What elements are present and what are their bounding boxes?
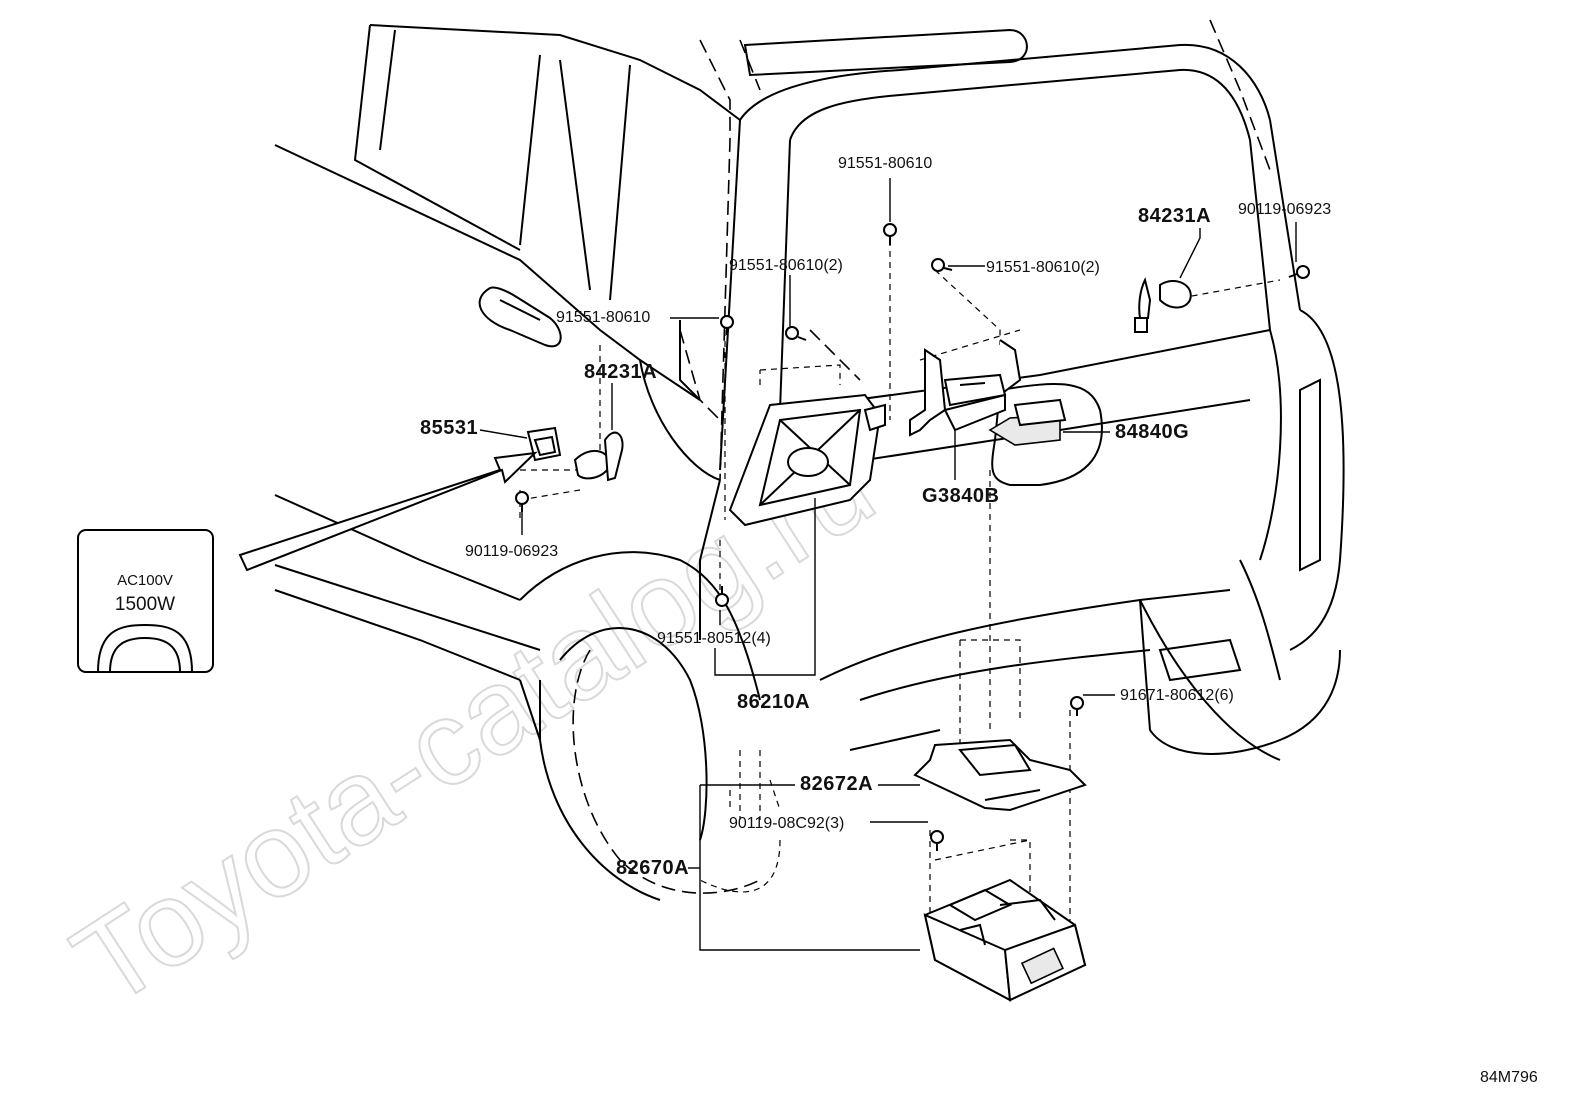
label-91671-80612-6: 91671-80612(6) (1120, 687, 1234, 704)
part-labels: 91551-80610 91551-80610(2) 91551-80610(2… (420, 155, 1538, 1086)
label-91551-80610-top: 91551-80610 (838, 155, 932, 172)
label-90119-08C92-3: 90119-08C92(3) (729, 815, 844, 832)
bolt-icon (515, 491, 529, 512)
label-90119-06923-left: 90119-06923 (465, 543, 558, 560)
outlet-voltage-text: AC100V (117, 572, 173, 589)
leader-lines (479, 178, 1297, 951)
part-82670A-inverter (923, 878, 1087, 1002)
routing-lines (519, 39, 1281, 930)
bolt-icon (930, 830, 944, 851)
label-90119-06923-right: 90119-06923 (1238, 201, 1331, 218)
outlet-inset: AC100V 1500W (77, 529, 214, 673)
label-91551-80610-2-right: 91551-80610(2) (986, 259, 1100, 276)
label-84840G: 84840G (1115, 421, 1189, 443)
label-85531: 85531 (420, 417, 478, 439)
bolt-icon (715, 586, 729, 607)
label-82672A: 82672A (800, 773, 873, 795)
part-84840G-switch (988, 398, 1067, 446)
label-86210A: 86210A (737, 691, 810, 713)
view-arrow (238, 451, 538, 572)
label-91551-80512-4: 91551-80512(4) (657, 630, 771, 647)
label-91551-80610-2-left: 91551-80610(2) (729, 257, 843, 274)
label-G3840B: G3840B (922, 485, 1000, 507)
part-82672A-cover (913, 738, 1087, 812)
vehicle-body-outline (274, 24, 761, 901)
bolt-icon (931, 258, 953, 272)
label-84231A-left: 84231A (584, 361, 657, 383)
bolt-icon (883, 223, 897, 245)
part-86210A-frame (728, 393, 886, 527)
label-84231A-right: 84231A (1138, 205, 1211, 227)
part-84231A-right-connector (1134, 277, 1192, 333)
bolt-icon (785, 326, 807, 341)
diagram-code: 84M796 (1480, 1069, 1538, 1086)
bolt-icon (1288, 265, 1310, 279)
label-91551-80610-mid: 91551-80610 (556, 309, 650, 326)
part-G3840B-bracket (909, 339, 1022, 437)
vehicle-rear-outline (719, 19, 1345, 761)
bolt-icon (1070, 696, 1084, 716)
fasteners (515, 223, 1310, 851)
outlet-wattage-text: 1500W (115, 594, 175, 615)
label-82670A: 82670A (616, 857, 689, 879)
part-84231A-left-connector (573, 431, 624, 482)
bolt-icon (720, 315, 734, 335)
